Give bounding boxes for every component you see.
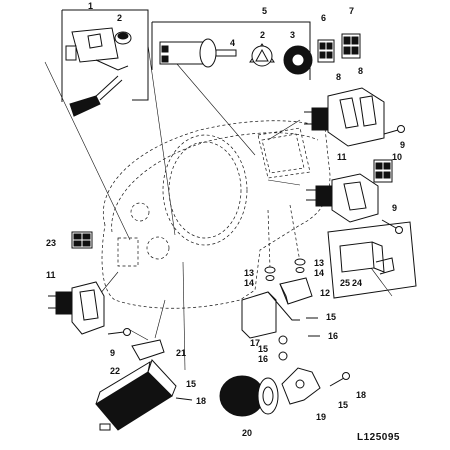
decal-6 <box>317 39 335 63</box>
callout-18a: 18 <box>196 396 206 406</box>
callout-13b: 13 <box>314 258 324 268</box>
callout-15a: 15 <box>326 312 336 322</box>
callout-15d: 15 <box>338 400 348 410</box>
callout-10: 10 <box>392 152 402 162</box>
callout-11b: 11 <box>46 270 56 280</box>
callout-16b: 16 <box>258 354 268 364</box>
decal-7 <box>341 33 361 59</box>
callout-9b: 9 <box>392 203 397 213</box>
callout-8a: 8 <box>336 72 341 82</box>
callout-7: 7 <box>349 6 354 16</box>
callout-11a: 11 <box>337 152 347 162</box>
callout-23: 23 <box>46 238 56 248</box>
callout-14b: 14 <box>314 268 324 278</box>
callout-2b: 2 <box>260 30 265 40</box>
figure-code: L125095 <box>357 432 400 443</box>
washers-13-14 <box>264 258 306 281</box>
part-19-bracket <box>281 367 321 405</box>
callout-labels: 1 2 5 4 2 3 6 7 8 8 9 11 10 9 23 11 13 1… <box>46 1 405 438</box>
part-1-lever-switch <box>61 9 149 117</box>
inset-relay-box <box>327 221 417 299</box>
callout-12: 12 <box>320 288 330 298</box>
callout-5: 5 <box>262 6 267 16</box>
callout-14a: 14 <box>244 278 254 288</box>
callout-22: 22 <box>110 366 120 376</box>
part-11-rocker-switch-left <box>48 281 105 335</box>
screw-9-upper <box>383 125 405 135</box>
callout-24: 24 <box>352 278 362 288</box>
part-20-round-unit <box>219 375 279 417</box>
callout-1: 1 <box>88 1 93 11</box>
leader-lines <box>44 44 393 371</box>
dashboard-panel-outline <box>101 120 331 309</box>
callout-13a: 13 <box>244 268 254 278</box>
callout-9a: 9 <box>400 140 405 150</box>
decal-23 <box>71 231 93 249</box>
callout-17: 17 <box>250 338 260 348</box>
callout-19: 19 <box>316 412 326 422</box>
part-22-unit <box>95 359 193 431</box>
callout-9c: 9 <box>110 348 115 358</box>
callout-3: 3 <box>290 30 295 40</box>
screw-18-right <box>329 372 350 387</box>
callout-4: 4 <box>230 38 235 48</box>
callout-6: 6 <box>321 13 326 23</box>
callout-16a: 16 <box>328 331 338 341</box>
decal-10 <box>373 159 393 183</box>
callout-8b: 8 <box>358 66 363 76</box>
part-5-rotary-switch-assembly <box>151 21 313 80</box>
part-17-bracket <box>241 291 320 361</box>
part-11-rocker-switch-right <box>306 173 379 223</box>
part-8-rocker-switches <box>304 87 385 147</box>
callout-25: 25 <box>340 278 350 288</box>
screw-9-middle <box>381 219 403 234</box>
callout-21: 21 <box>176 348 186 358</box>
screw-9-lower <box>107 328 131 336</box>
callout-15c: 15 <box>186 379 196 389</box>
callout-2: 2 <box>117 13 122 23</box>
part-21-bracket <box>131 339 165 361</box>
callout-18b: 18 <box>356 390 366 400</box>
part-12-relay <box>279 277 313 305</box>
callout-20: 20 <box>242 428 252 438</box>
callout-15b: 15 <box>258 344 268 354</box>
